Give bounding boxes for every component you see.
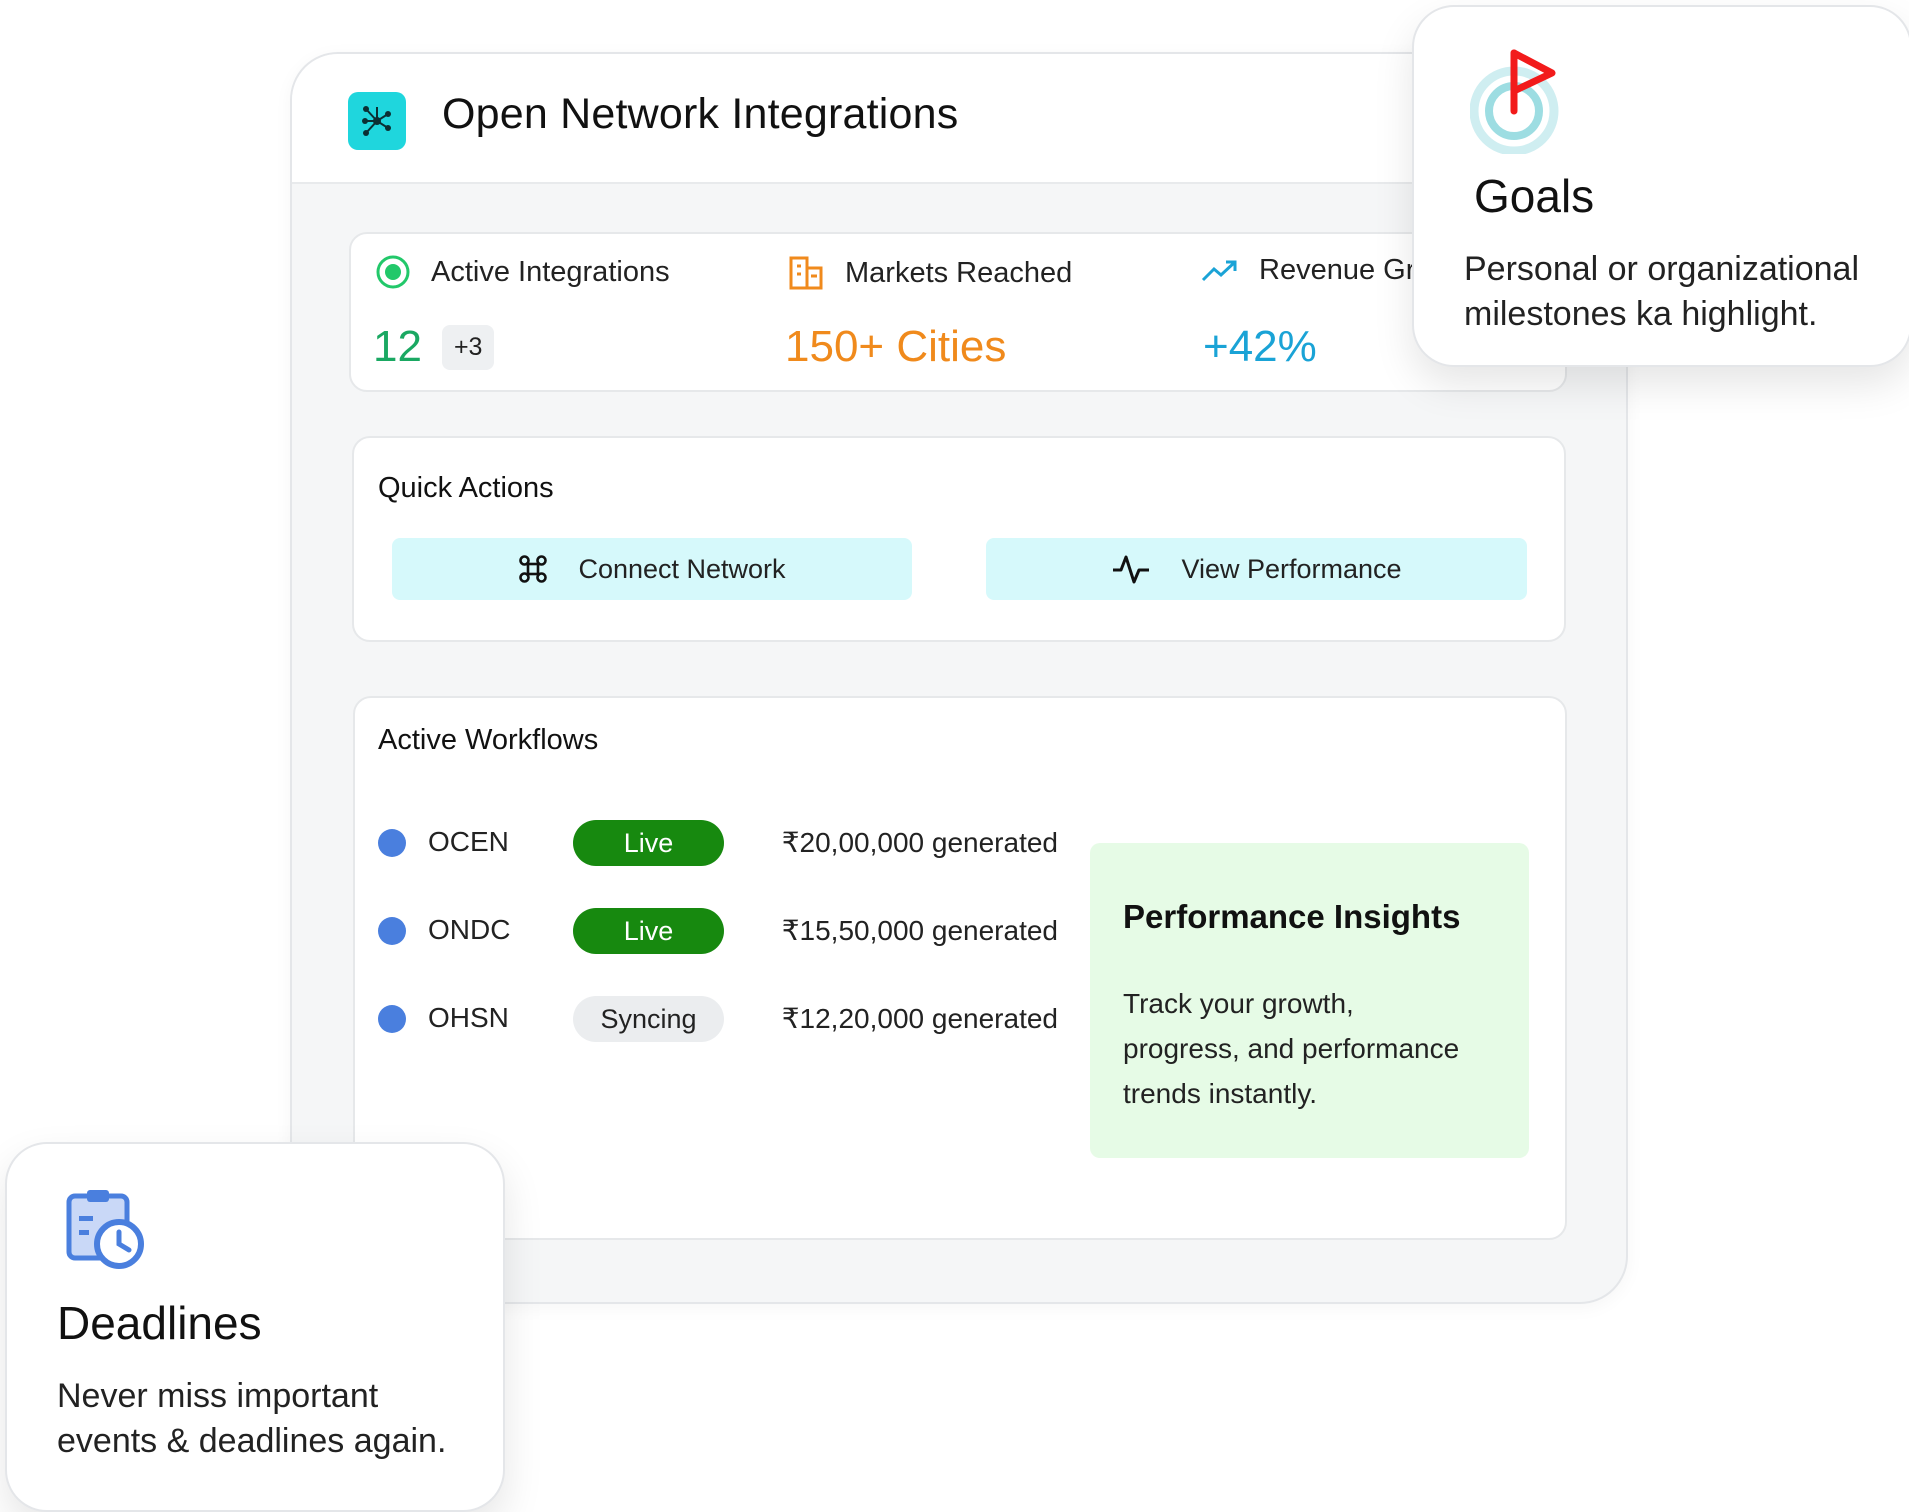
performance-insights-panel: Performance Insights Track your growth, … [1090,843,1529,1158]
target-flag-icon [1470,49,1559,154]
status-badge: Syncing [573,996,724,1042]
insight-line: trends instantly. [1123,1078,1318,1109]
stat-markets-reached: Markets Reached [787,254,1072,292]
status-dot [378,829,406,857]
view-performance-button[interactable]: View Performance [986,538,1527,600]
building-icon [789,256,823,290]
section-title: Active Workflows [378,724,599,756]
button-label: Connect Network [578,553,786,584]
stat-revenue-growth: Revenue Gr [1201,254,1415,287]
insight-line: Track your growth, [1123,988,1354,1019]
quick-actions-card: Quick Actions Connect Network View Perfo… [352,436,1566,642]
card-title: Deadlines [57,1297,262,1349]
workflow-name: ONDC [428,914,511,945]
workflow-row[interactable]: OCEN Live ₹20,00,000 generated [378,820,1058,866]
card-description: Never miss important events & deadlines … [57,1374,446,1464]
stat-label: Revenue Gr [1259,254,1416,286]
trending-up-icon [1201,260,1237,281]
status-dot [378,917,406,945]
activity-icon [1113,555,1150,584]
revenue-text: ₹15,50,000 generated [781,915,1058,946]
revenue-text: ₹12,20,000 generated [781,1003,1058,1034]
stat-value: 12 [373,322,422,371]
calendar-clock-icon [66,1190,144,1269]
workflow-row[interactable]: ONDC Live ₹15,50,000 generated [378,908,1058,954]
window-header: Open Network Integrations [292,54,1626,184]
status-badge: Live [573,908,724,954]
stat-active-integrations: Active Integrations [375,254,670,290]
insight-line: progress, and performance [1123,1033,1460,1064]
deadlines-card: Deadlines Never miss important events & … [5,1142,505,1512]
card-title: Goals [1474,170,1595,222]
revenue-text: ₹20,00,000 generated [781,827,1058,858]
insight-title: Performance Insights [1123,898,1461,935]
section-title: Quick Actions [378,472,554,504]
insight-text: Track your growth, progress, and perform… [1123,981,1459,1116]
page-title: Open Network Integrations [442,90,959,138]
connect-network-button[interactable]: Connect Network [392,538,912,600]
description-line: events & deadlines again. [57,1422,447,1460]
card-description: Personal or organizational milestones ka… [1464,247,1859,337]
stat-value: +42% [1203,322,1317,371]
goals-card: Goals Personal or organizational milesto… [1412,5,1909,367]
stat-value-row: 12 +3 [373,322,495,372]
status-dot [378,1005,406,1033]
command-icon [519,555,548,583]
button-label: View Performance [1181,553,1402,584]
count-badge: +3 [441,324,495,370]
stat-label: Active Integrations [431,255,670,288]
stat-label: Markets Reached [845,256,1073,289]
status-badge: Live [573,820,724,866]
description-line: Personal or organizational [1464,250,1860,288]
description-line: milestones ka highlight. [1464,295,1818,333]
stats-card: Active Integrations 12 +3 Markets Reache… [349,232,1567,392]
description-line: Never miss important [57,1377,379,1415]
active-workflows-card: Active Workflows OCEN Live ₹20,00,000 ge… [353,696,1567,1240]
network-app-icon [348,92,406,150]
stat-value: 150+ Cities [785,322,1007,371]
workflow-name: OCEN [428,826,509,857]
app-window: Open Network Integrations Active Integra… [290,52,1628,1304]
workflow-name: OHSN [428,1002,509,1033]
workflow-row[interactable]: OHSN Syncing ₹12,20,000 generated [378,996,1058,1042]
radio-dot-icon [376,255,410,289]
